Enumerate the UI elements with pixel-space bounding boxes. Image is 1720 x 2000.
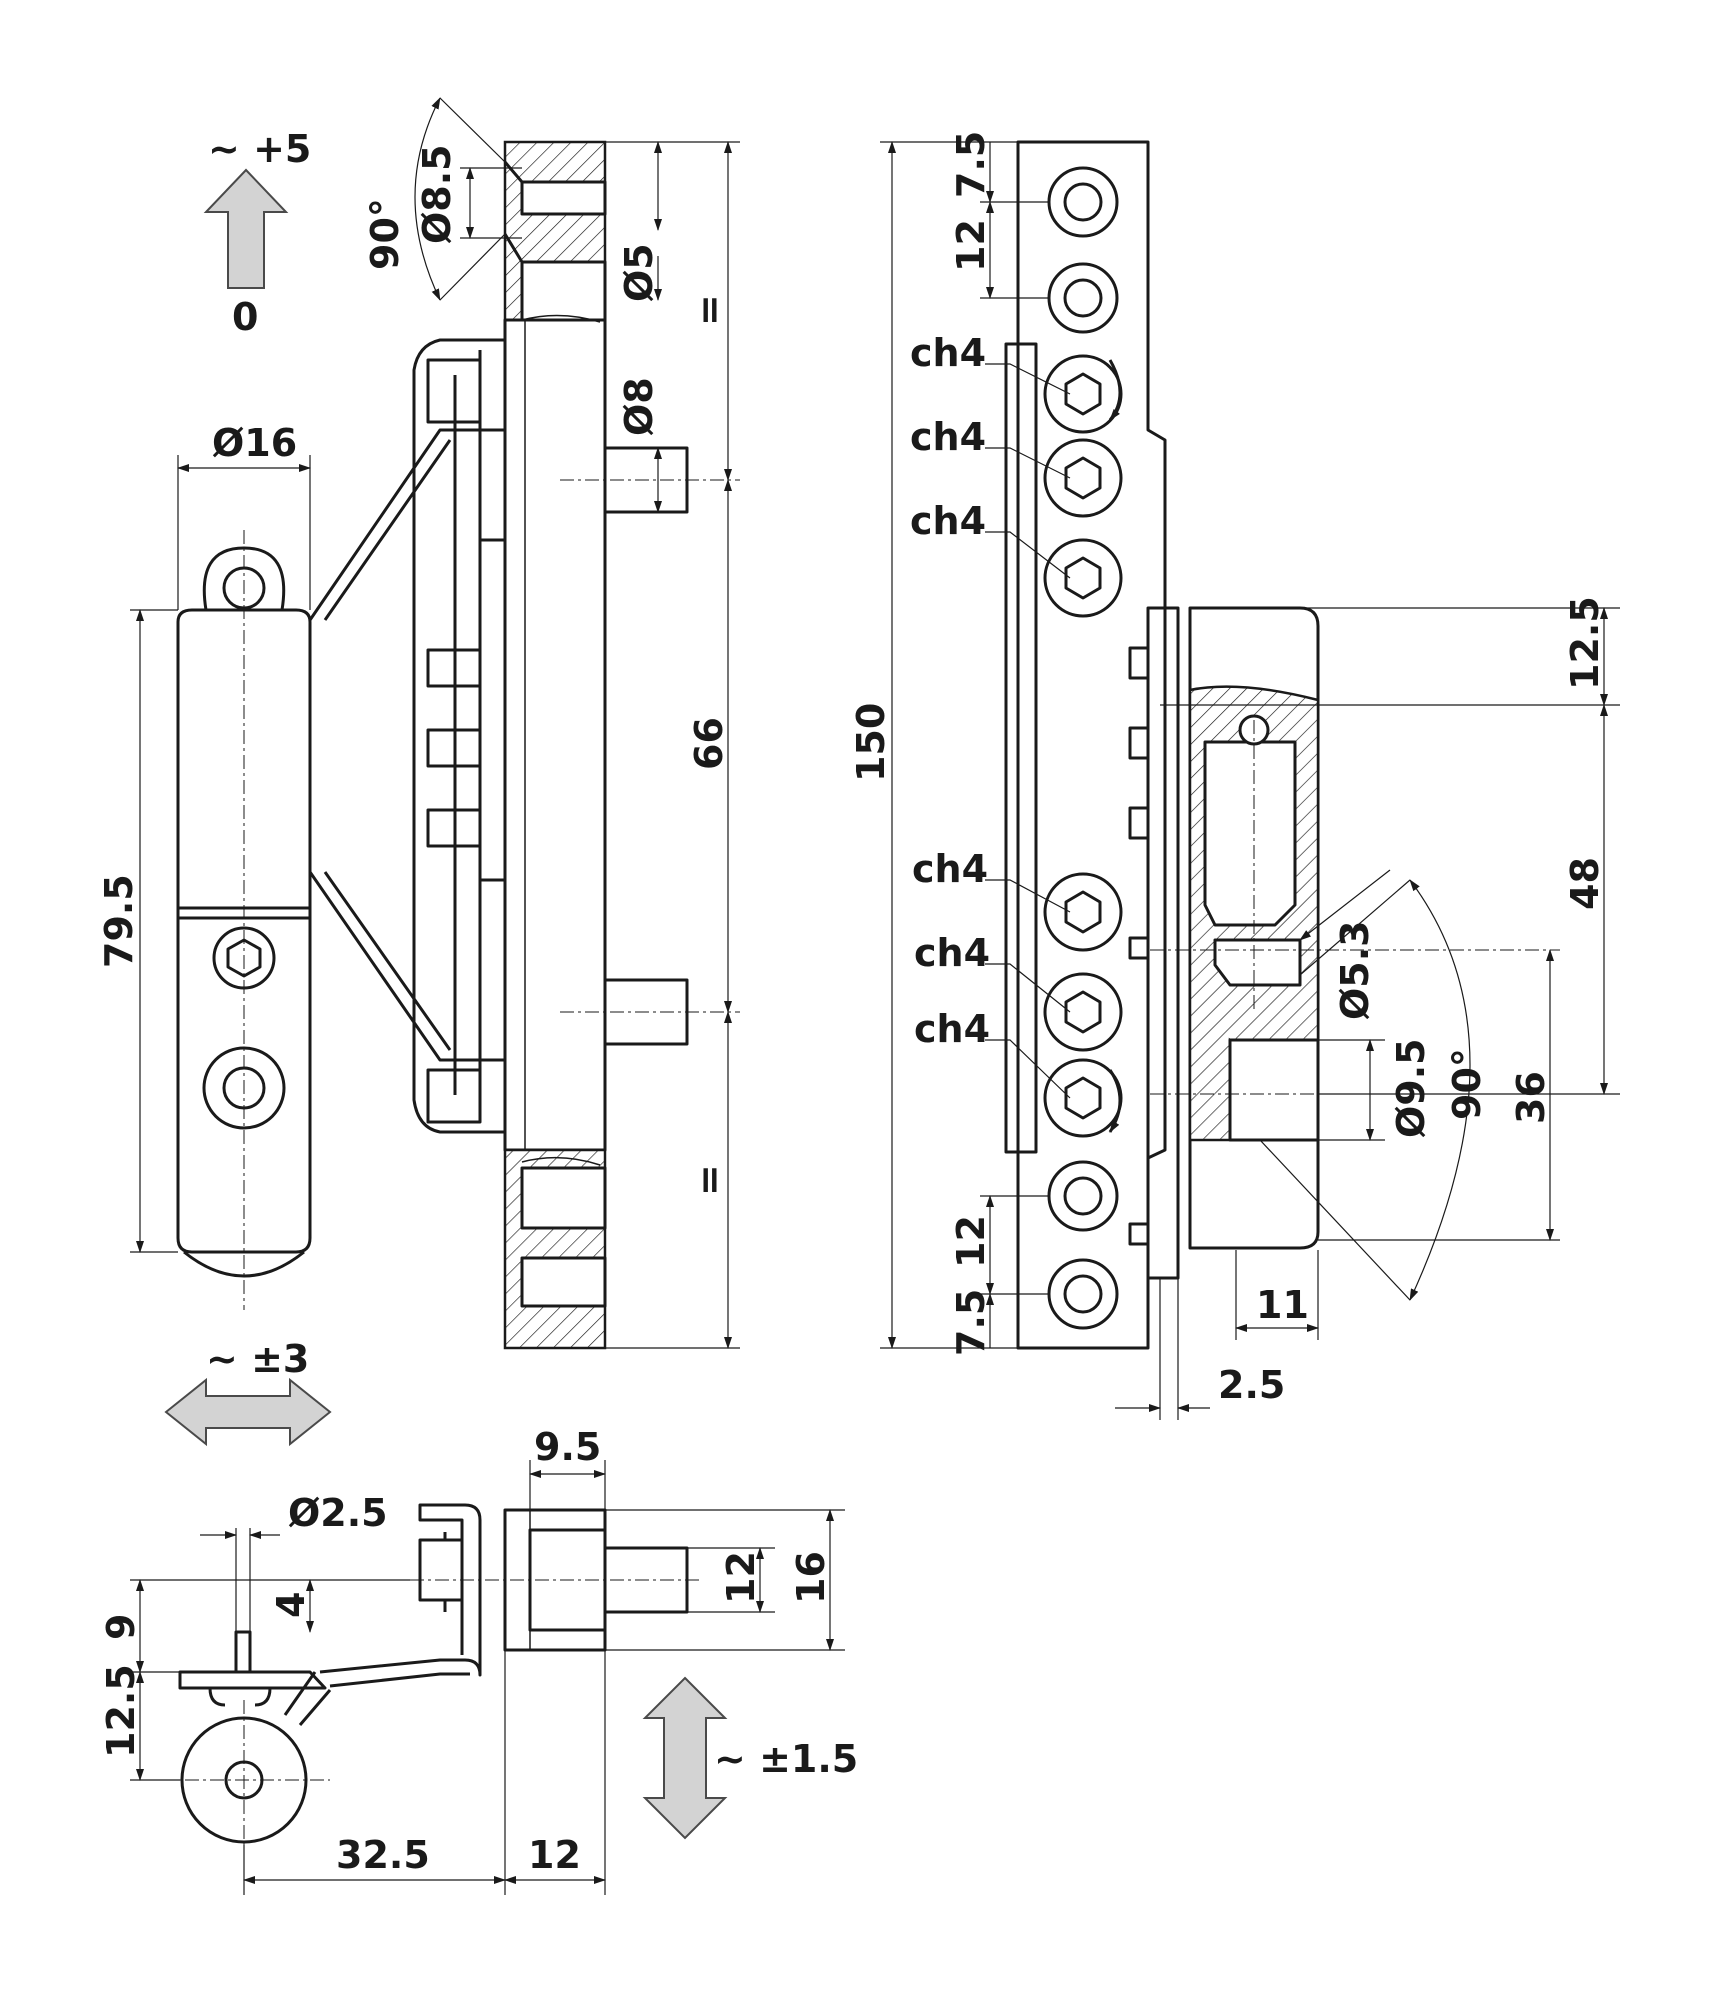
dim-12-side: 12 — [719, 1551, 763, 1604]
side-view: 7.5 12 150 ch4 ch4 ch4 ch4 ch4 ch4 12 7.… — [849, 131, 1620, 1420]
dim-7-5-top: 7.5 — [949, 131, 993, 198]
dim-90-right: 90° — [1445, 1048, 1489, 1120]
dim-79-5: 79.5 — [97, 874, 141, 968]
travel-horizontal-label: ~ ±3 — [206, 1337, 309, 1381]
up-arrow-icon — [203, 168, 289, 289]
dim-36: 36 — [1509, 1071, 1553, 1124]
dim-12-base: 12 — [528, 1833, 581, 1877]
dim-equal-top: = — [687, 294, 731, 326]
ch4-label-2: ch4 — [910, 415, 986, 459]
dim-16-side: 16 — [789, 1551, 833, 1604]
dim-12-5-left: 12.5 — [99, 1664, 143, 1758]
up-down-arrow-icon — [642, 1676, 728, 1840]
front-view: 90° Ø8.5 Ø5 Ø8 = 66 = Ø16 79.5 — [97, 97, 740, 1350]
horizontal-adjust-arrow: ~ ±3 — [164, 1337, 332, 1447]
dim-12-bottom: 12 — [949, 1215, 993, 1268]
ch4-label-3: ch4 — [910, 499, 986, 543]
depth-adjust-arrow: ~ ±1.5 — [642, 1676, 858, 1840]
dim-dia-5: Ø5 — [617, 243, 661, 302]
dim-dia-16: Ø16 — [212, 421, 297, 465]
ch4-label-1: ch4 — [910, 331, 986, 375]
dim-2-5-right: 2.5 — [1218, 1363, 1285, 1407]
screw-column — [1043, 354, 1123, 1138]
dim-48: 48 — [1563, 857, 1607, 910]
dim-32-5: 32.5 — [336, 1833, 430, 1877]
rotate-arrow-icon — [1108, 359, 1122, 421]
dim-12-top: 12 — [949, 219, 993, 272]
dim-90-angle: 90° — [363, 198, 407, 270]
travel-vertical-label: ~ +5 — [208, 127, 311, 171]
left-right-arrow-icon — [164, 1377, 332, 1447]
ch4-label-6: ch4 — [914, 1007, 990, 1051]
dim-dia-8: Ø8 — [617, 377, 661, 436]
dim-4: 4 — [269, 1592, 313, 1618]
ch4-label-5: ch4 — [914, 931, 990, 975]
dim-dia-5-3: Ø5.3 — [1333, 920, 1377, 1020]
dim-7-5-bottom: 7.5 — [949, 1289, 993, 1356]
dim-equal-bottom: = — [687, 1164, 731, 1196]
dim-66: 66 — [687, 717, 731, 770]
dim-12-5-right: 12.5 — [1563, 596, 1607, 690]
travel-depth-label: ~ ±1.5 — [714, 1737, 858, 1781]
travel-zero-label: 0 — [232, 295, 258, 339]
dim-11: 11 — [1256, 1283, 1309, 1327]
vertical-adjust-arrow: ~ +5 0 — [203, 127, 311, 339]
dim-dia-9-5: Ø9.5 — [1389, 1038, 1433, 1138]
dim-150: 150 — [849, 703, 893, 782]
dim-9-5-top: 9.5 — [534, 1425, 601, 1469]
plan-view: 9.5 Ø2.5 4 12 16 9 12.5 32.5 12 — [99, 1425, 845, 1895]
dim-dia-2-5: Ø2.5 — [288, 1491, 388, 1535]
rotate-arrow-icon — [1108, 1069, 1122, 1133]
dim-dia-8-5: Ø8.5 — [415, 144, 459, 244]
dim-9: 9 — [99, 1614, 143, 1640]
ch4-label-4: ch4 — [912, 847, 988, 891]
